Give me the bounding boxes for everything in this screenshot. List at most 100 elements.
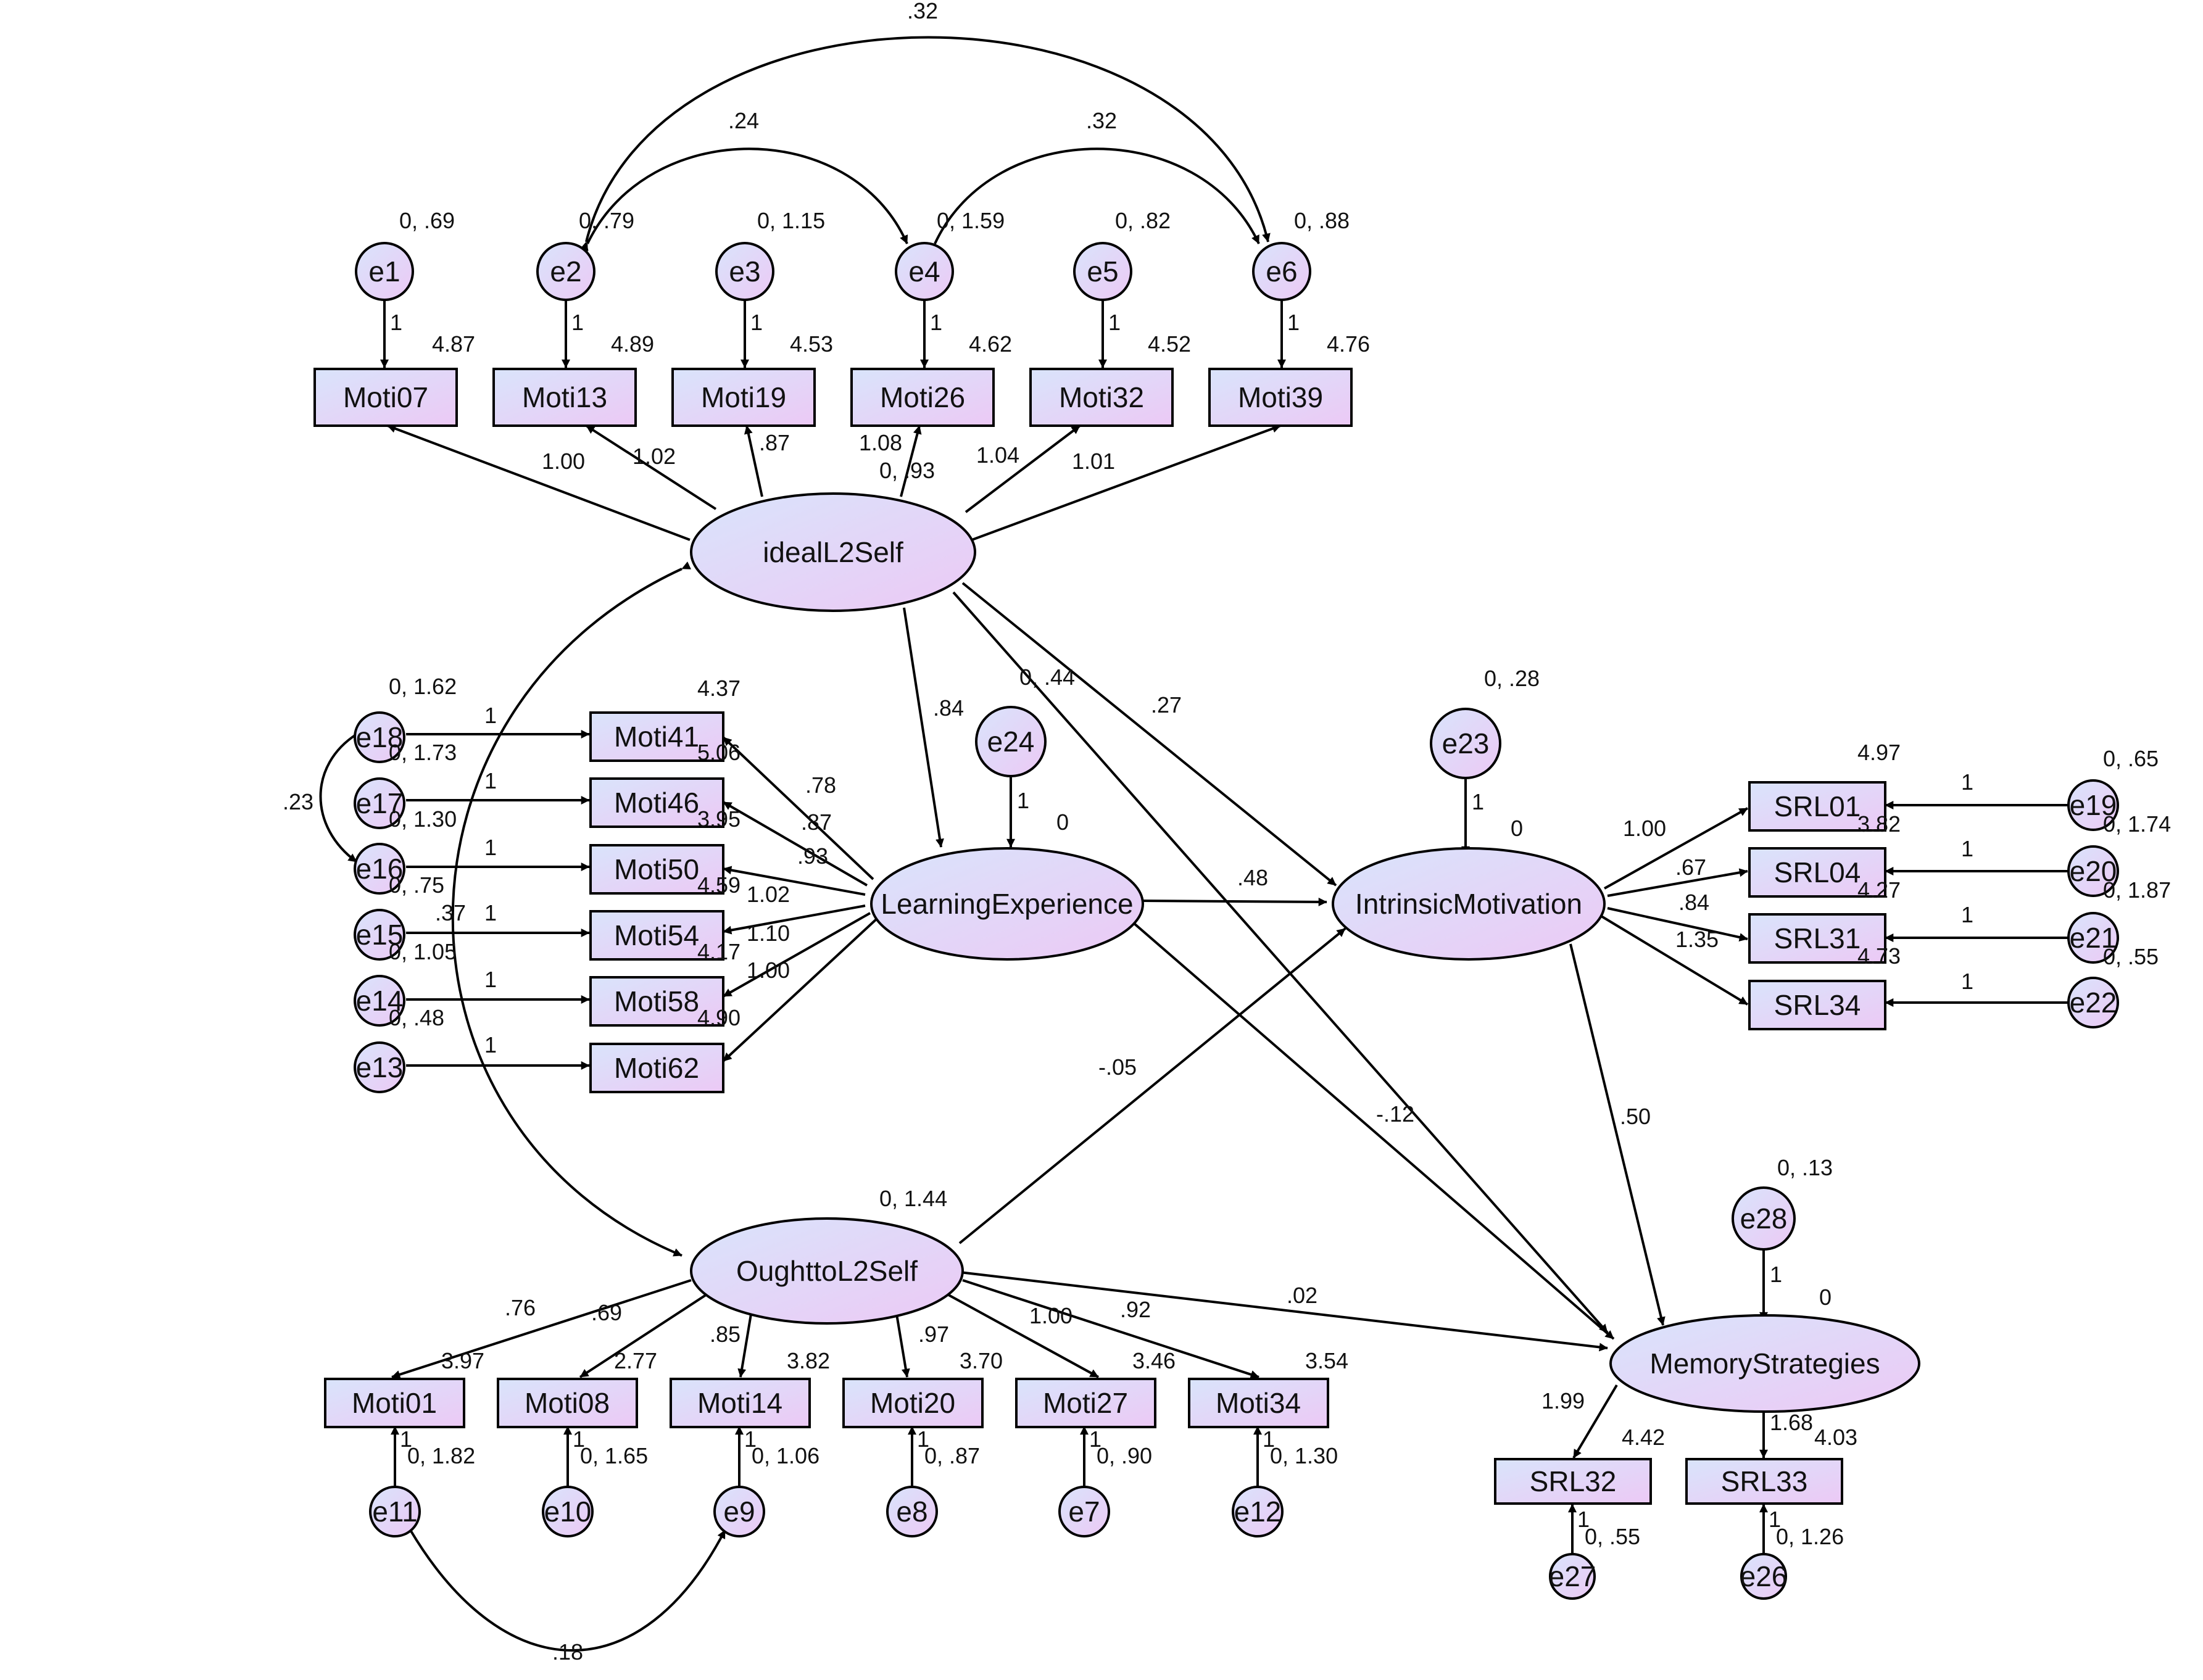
e16-circle [354, 843, 405, 895]
e24-label: e24 [987, 726, 1035, 758]
IntrinsicMotivation-ellipse [1332, 847, 1606, 961]
param-label: 3.54 [1305, 1348, 1348, 1373]
Moti58-box [589, 976, 724, 1027]
param-label: .27 [1151, 692, 1182, 718]
param-label: 0, 1.73 [389, 740, 457, 765]
param-label: .18 [552, 1639, 583, 1665]
Moti14-box [670, 1378, 811, 1428]
e23-label: e23 [1442, 727, 1490, 759]
e5-label: e5 [1087, 255, 1118, 288]
Moti54-label: Moti54 [614, 919, 699, 951]
param-label: 3.70 [960, 1348, 1003, 1373]
param-label: .32 [907, 0, 938, 23]
param-label: 1 [1108, 310, 1121, 335]
param-label: 4.42 [1622, 1425, 1665, 1450]
IntrinsicMotivation-label: IntrinsicMotivation [1355, 888, 1582, 920]
e19-label: e19 [2070, 789, 2117, 821]
arrow-Ought-IM [958, 927, 1346, 1244]
param-label: 2.77 [614, 1348, 657, 1373]
e6-circle [1252, 242, 1311, 301]
e10-circle [542, 1486, 594, 1537]
param-label: 1.99 [1541, 1388, 1585, 1413]
param-label: 1 [1961, 902, 1973, 927]
param-label: 1 [744, 1426, 757, 1452]
e3-label: e3 [729, 255, 760, 288]
param-label: -.12 [1376, 1101, 1414, 1127]
SRL01-box [1748, 781, 1886, 832]
e19-circle [2067, 779, 2119, 831]
param-label: 1 [750, 310, 763, 335]
arrow-ideal-IM [961, 582, 1337, 887]
param-label: -.05 [1098, 1054, 1137, 1080]
LearningExperience-ellipse [870, 847, 1144, 961]
param-label: 0 [1819, 1285, 1832, 1310]
param-label: .24 [728, 108, 759, 133]
Moti26-label: Moti26 [880, 381, 965, 413]
param-label: 1.02 [633, 444, 676, 469]
param-label: 0, 1.06 [752, 1443, 819, 1468]
param-label: 4.53 [790, 331, 833, 357]
Moti07-box [313, 368, 458, 427]
param-label: 1 [1263, 1426, 1275, 1452]
OughttoL2Self-label: OughttoL2Self [736, 1255, 918, 1287]
param-label: 4.37 [697, 676, 741, 701]
param-label: 1.00 [747, 958, 790, 983]
arrow-LE-Moti46 [722, 801, 868, 887]
Moti27-box [1015, 1378, 1156, 1428]
e24-circle [975, 706, 1047, 777]
param-label: 1 [484, 768, 497, 793]
e21-label: e21 [2070, 922, 2117, 954]
param-label: 1.00 [542, 449, 585, 474]
param-label: 1 [1577, 1507, 1590, 1532]
param-label: 0, 1.74 [2103, 811, 2171, 837]
param-label: 1.08 [859, 430, 902, 455]
Moti19-label: Moti19 [701, 381, 786, 413]
LearningExperience-label: LearningExperience [881, 888, 1133, 920]
Moti07-label: Moti07 [343, 381, 428, 413]
e4-label: e4 [908, 255, 940, 288]
Moti62-label: Moti62 [614, 1052, 699, 1084]
param-label: 0, 1.30 [389, 806, 457, 832]
SRL32-label: SRL32 [1530, 1465, 1617, 1497]
arrow-Ought-Moti01 [391, 1279, 692, 1379]
param-label: 0, 1.05 [389, 939, 457, 964]
param-label: 1 [400, 1426, 412, 1452]
param-label: 1.68 [1770, 1410, 1813, 1435]
arrow-IM-SRL01 [1604, 807, 1748, 890]
param-label: 5.06 [697, 740, 741, 765]
param-label: 0, .65 [2103, 746, 2159, 771]
Moti08-box [497, 1378, 638, 1428]
param-label: 0, .44 [1019, 664, 1075, 690]
param-label: 0, 1.65 [580, 1443, 648, 1468]
e13-circle [354, 1041, 405, 1093]
param-label: 0, .28 [1484, 666, 1540, 691]
Moti46-label: Moti46 [614, 787, 699, 819]
param-label: 4.59 [697, 872, 741, 898]
error-terms: e1 e2 e3 e4 e5 e6 e18 e17 e16 e15 e14 e1… [354, 242, 2119, 1600]
e20-circle [2067, 845, 2119, 897]
MemoryStrategies-ellipse [1609, 1314, 1920, 1413]
arrow-LE-Moti41 [722, 736, 874, 880]
parameter-labels: .32 .24 .32 0, .69 0, .79 0, 1.15 0, 1.5… [283, 0, 2171, 1665]
arrow-ideal-MS [952, 591, 1609, 1334]
arrow-LE-MS [1128, 918, 1615, 1340]
Moti13-box [492, 368, 637, 427]
param-label: 1 [1770, 1262, 1782, 1287]
e17-label: e17 [356, 787, 404, 819]
param-label: 4.90 [697, 1005, 741, 1030]
SRL31-label: SRL31 [1774, 922, 1861, 954]
arrow-ideal-Moti26 [900, 425, 922, 497]
e28-label: e28 [1740, 1202, 1788, 1235]
Moti01-box [324, 1378, 465, 1428]
param-label: 4.27 [1857, 877, 1901, 903]
e20-label: e20 [2070, 855, 2117, 887]
param-label: 0, 1.30 [1270, 1443, 1338, 1468]
param-label: .32 [1086, 108, 1117, 133]
e9-label: e9 [723, 1496, 755, 1528]
param-label: .87 [759, 430, 790, 455]
SRL34-box [1748, 980, 1886, 1030]
param-label: 3.82 [787, 1348, 830, 1373]
arrow-ideal-Moti07 [387, 424, 691, 541]
Moti39-label: Moti39 [1238, 381, 1323, 413]
param-label: 0 [1056, 809, 1069, 835]
